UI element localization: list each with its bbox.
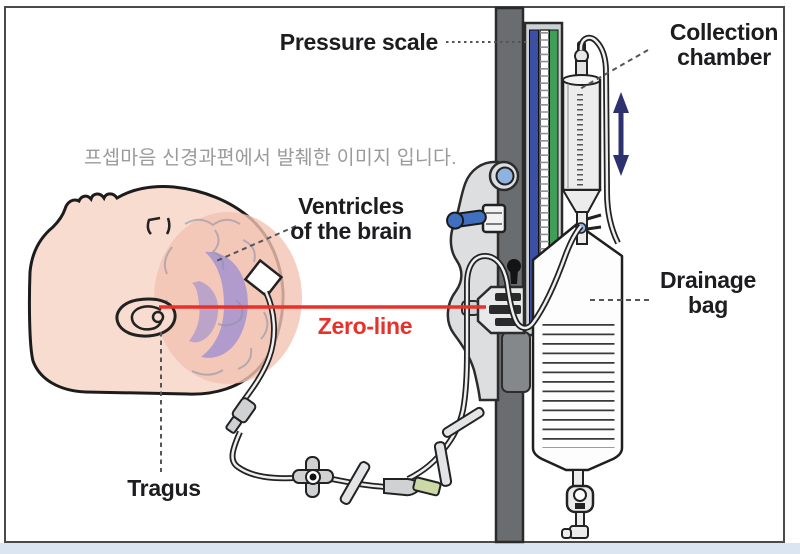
zero-line-label: Zero-line (317, 313, 413, 339)
dressing-patch (243, 258, 284, 298)
gyrus-line (260, 311, 269, 340)
eye-mark (165, 217, 171, 235)
tragus-label: Tragus (127, 475, 201, 501)
injection-port (412, 476, 442, 497)
catheter-connector (225, 397, 257, 434)
evd-catheter-inner (242, 291, 276, 401)
arrow-head-down (613, 155, 629, 176)
outlet-prong (586, 225, 602, 231)
gyrus-line (242, 239, 256, 263)
eye-mark (146, 216, 161, 235)
bag-body (531, 222, 624, 472)
ventricle-shape (201, 251, 248, 358)
tube-clamp (433, 441, 453, 487)
slider-rail (501, 331, 531, 393)
ventricle-shape (189, 281, 219, 343)
connector-segment (225, 416, 243, 434)
arrow-head-up (613, 92, 629, 113)
patient-head (27, 185, 302, 396)
bag-outlet-stub (572, 469, 584, 488)
ventricles-label: Ventricles of the brain (290, 193, 412, 245)
collection-chamber (561, 41, 602, 245)
keyhole-slot-stem (510, 270, 518, 284)
drainage-bag (531, 222, 624, 472)
outlet-prong (586, 213, 602, 221)
stopcock-handle-knob (446, 211, 465, 230)
slider-bar (489, 305, 521, 314)
outlet-clamp-slot (575, 503, 585, 509)
mount-knob (495, 166, 515, 186)
outlet-stem (575, 511, 585, 527)
collection-chamber-leader (577, 49, 649, 91)
ventricles-leader (213, 225, 297, 263)
tube-core (231, 431, 309, 480)
gyrus-line (211, 229, 225, 271)
gyrus-line (217, 299, 244, 327)
drainage-bag-label: Drainage bag (659, 267, 757, 319)
source-caption: 프셉마음 신경과편에서 발췌한 이미지 입니다. (84, 147, 457, 169)
gyrus-line (184, 218, 241, 227)
tube-clamp (339, 461, 371, 505)
three-way-stopcock (292, 456, 334, 498)
keyhole-slot (507, 259, 521, 273)
iv-pole (494, 6, 525, 544)
gyrus-line (191, 369, 224, 376)
ear-inner-curl (130, 305, 164, 331)
tube-core (579, 36, 620, 244)
stopcock-hub-dot (309, 473, 317, 481)
gyrus-line (163, 246, 173, 275)
gyrus-line (237, 347, 253, 370)
panel-mount-bracket (446, 160, 531, 402)
bag-outlet-valve (561, 469, 595, 539)
updown-arrow (613, 92, 629, 176)
pressure-scale-label: Pressure scale (279, 29, 439, 55)
chamber-top (562, 74, 601, 86)
outlet-clamp-wheel (573, 488, 587, 502)
tragus-point (151, 310, 165, 324)
tube-clamp (441, 406, 485, 438)
outlet-cap (569, 525, 589, 539)
collection-chamber-label: Collection chamber (669, 19, 779, 71)
outlet-cap-tip (561, 528, 572, 539)
page-strip (0, 543, 800, 554)
